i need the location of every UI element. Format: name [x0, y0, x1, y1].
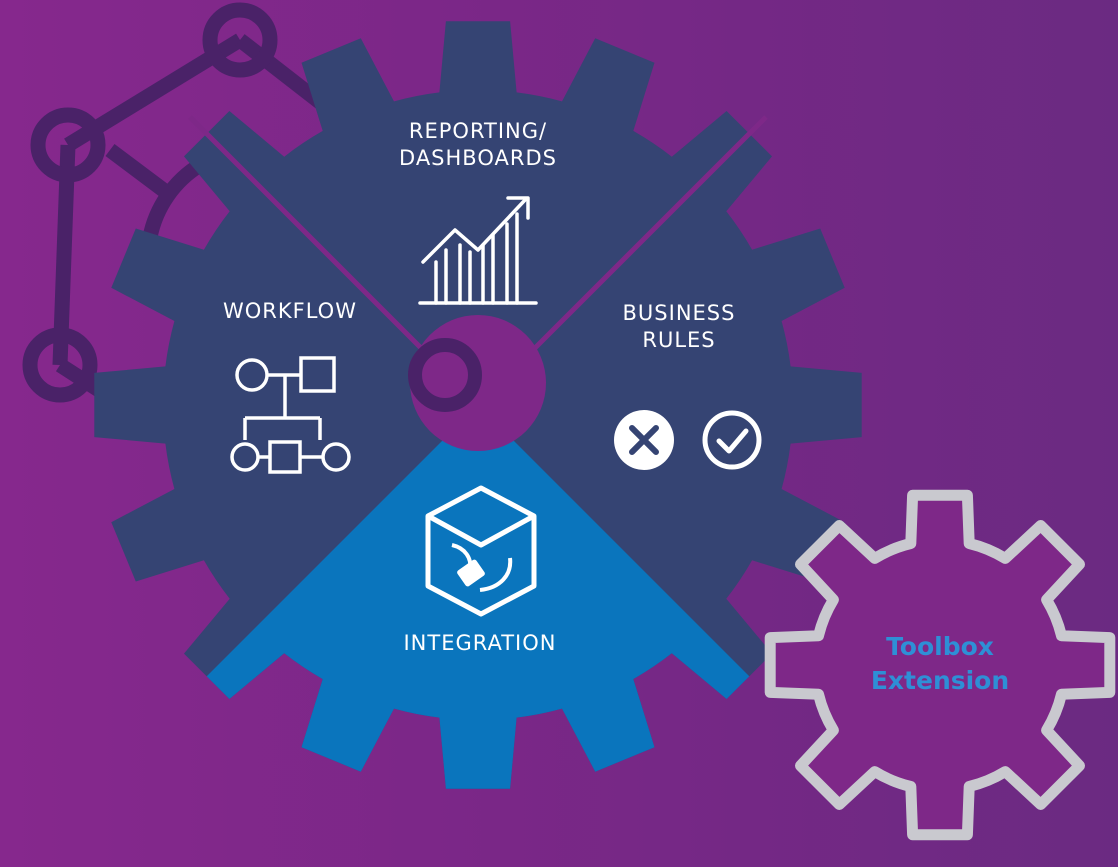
integration-label: INTEGRATION [403, 631, 557, 655]
reporting-dashboards-label: REPORTING/ DASHBOARDS [399, 119, 557, 171]
toolbox-extension-gear [764, 489, 1116, 841]
bar-chart-trend-icon [418, 196, 538, 305]
plug-box-icon [425, 485, 537, 617]
toolbox-extension-label: Toolbox Extension [855, 630, 1025, 698]
hub-ring-icon [408, 338, 482, 412]
cross-check-icon [614, 410, 762, 470]
toolbox-extension-line2: Extension [870, 665, 1010, 695]
workflow-label: WORKFLOW [223, 299, 357, 323]
business-rules-label: BUSINESS RULES [622, 301, 736, 353]
toolbox-extension-line1: Toolbox [886, 632, 994, 661]
flowchart-icon [230, 356, 351, 474]
